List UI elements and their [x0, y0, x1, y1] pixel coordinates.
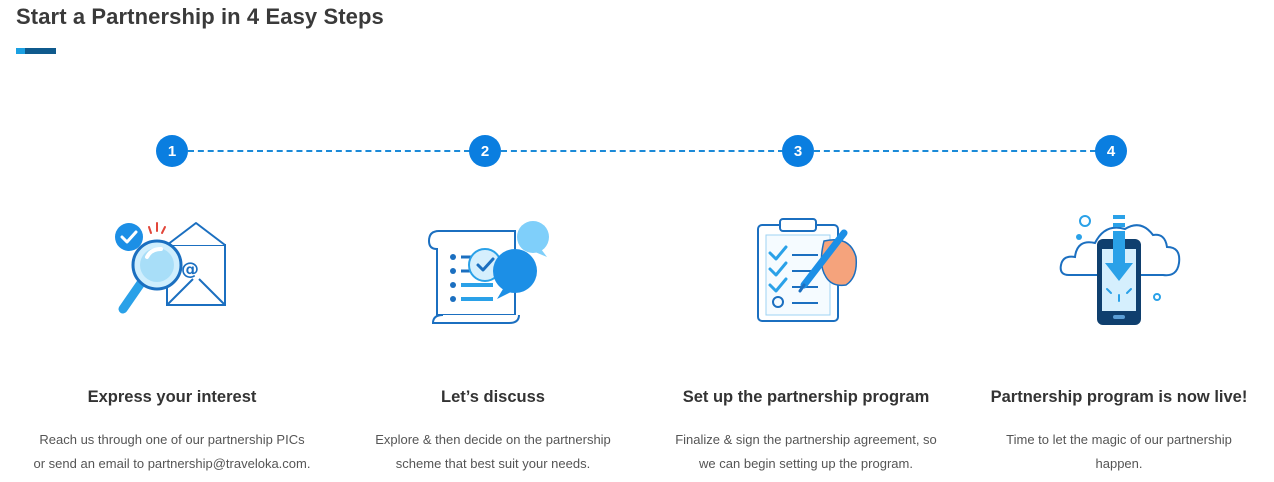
step-number-3: 3: [782, 135, 814, 167]
step-description-2-line-1: Explore & then decide on the partnership: [375, 432, 611, 447]
step-title-3: Set up the partnership program: [682, 388, 930, 406]
document-chat-icon: [423, 205, 553, 335]
step-description-1: Reach us through one of our partnership …: [12, 428, 332, 476]
clipboard-checklist-icon: [740, 205, 870, 335]
step-number-4: 4: [1095, 135, 1127, 167]
phone-cloud-download-icon: [1055, 205, 1185, 335]
step-title-2: Let’s discuss: [441, 388, 545, 406]
magnifier-envelope-icon: @: [107, 205, 237, 335]
step-description-1-line-2: or send an email to partnership@travelok…: [33, 456, 311, 471]
step-title-4: Partnership program is now live!: [990, 388, 1248, 406]
step-title-1: Express your interest: [87, 388, 257, 406]
title-underline: [16, 48, 56, 54]
step-connector-1-2: [188, 150, 470, 152]
step-description-2: Explore & then decide on the partnership…: [333, 428, 653, 476]
step-description-3: Finalize & sign the partnership agreemen…: [646, 428, 966, 476]
step-connector-3-4: [814, 150, 1096, 152]
step-description-3-line-2: we can begin setting up the program.: [699, 456, 913, 471]
step-description-1-line-1: Reach us through one of our partnership …: [39, 432, 305, 447]
step-description-4-line-2: happen.: [1095, 456, 1143, 471]
step-number-2: 2: [469, 135, 501, 167]
step-connector-2-3: [501, 150, 784, 152]
step-description-3-line-1: Finalize & sign the partnership agreemen…: [675, 432, 937, 447]
step-description-4: Time to let the magic of our partnership…: [959, 428, 1274, 476]
step-description-4-line-1: Time to let the magic of our partnership: [1006, 432, 1232, 447]
page-title: Start a Partnership in 4 Easy Steps: [16, 4, 384, 29]
step-description-2-line-2: scheme that best suit your needs.: [395, 456, 591, 471]
svg-text:@: @: [181, 259, 199, 280]
step-number-1: 1: [156, 135, 188, 167]
